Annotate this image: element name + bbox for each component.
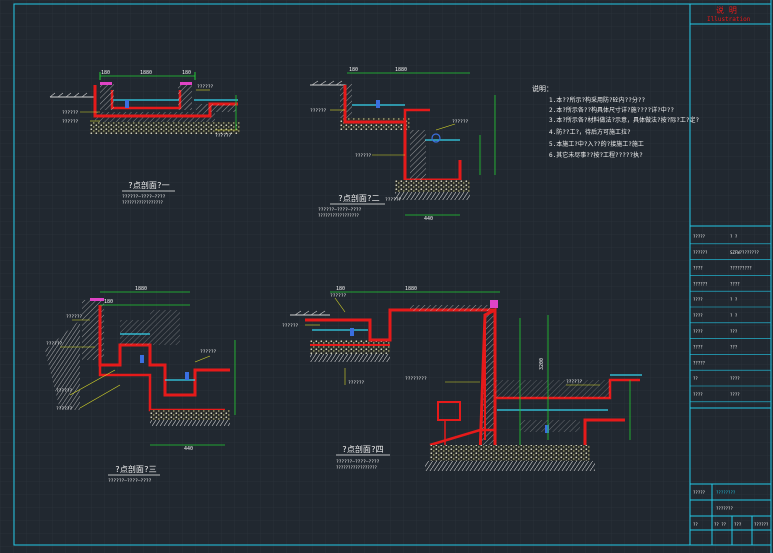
detail-4-subtitle: ??????—????—???? <box>336 459 380 465</box>
notes-line-2: 2.本?所示各??构具体尺寸详?施????详?中?? <box>549 106 674 114</box>
detail-4-dim-left: 180 <box>336 286 345 292</box>
detail-2-dim-left: 180 <box>349 67 358 73</box>
titleblock-row-value: ? ? <box>730 234 738 239</box>
titleblock-row-label: ?????? <box>693 250 708 255</box>
detail-1-note: ????????????????? <box>122 200 164 205</box>
titleblock-code: ???????? <box>716 490 736 495</box>
detail-3-dim-top: 1880 <box>135 286 147 292</box>
titleblock-row-label: ????? <box>693 360 706 365</box>
notes-line-4: 4.防??工?，待后方可施工拉? <box>549 128 631 136</box>
detail-4: 1880 180 3200 ?????? ?????? ?????? ?????… <box>282 286 642 471</box>
notes-line-3: 3.本?所示各?材料做法?示意，具体做法?按?际?工?定? <box>549 116 700 124</box>
detail-2-label-2: ?????? <box>452 119 469 125</box>
detail-3-label-3: ?????? <box>56 406 73 412</box>
detail-4-label-1: ?????? <box>330 293 347 299</box>
titleblock-sheet: ??? <box>734 522 742 527</box>
detail-4-label-0: ?????? <box>282 323 299 329</box>
notes-title: 说明： <box>532 84 553 93</box>
titleblock-header-en: Illustration <box>707 16 751 23</box>
detail-3-label-2: ?????? <box>56 388 73 394</box>
titleblock-row-label: ???? <box>693 329 703 334</box>
titleblock-row-label: ???? <box>693 392 703 397</box>
titleblock-page: ?????? <box>754 522 769 527</box>
detail-1: 1880 180 180 ?????? ?????? ?????? ??????… <box>49 70 240 205</box>
title-block: 说 明 Illustration ?????? ???????SZFW?????… <box>689 3 772 546</box>
detail-1-dim-top: 1880 <box>140 70 152 76</box>
detail-2-dim-bottom: 440 <box>424 216 433 222</box>
titleblock-project: ????? <box>693 490 706 495</box>
detail-4-label-3: ?????? <box>566 379 583 385</box>
detail-2-label-1: ?????? <box>355 153 372 159</box>
titleblock-row-label: ?????? <box>693 281 708 286</box>
general-notes: 说明： 1.本??所示?构采用防?砼内??分?? 2.本?所示各??构具体尺寸详… <box>532 84 700 159</box>
titleblock-row-value: ???? <box>730 376 740 381</box>
titleblock-row-value: ????????? <box>730 266 752 271</box>
notes-line-6: 6.其它未尽事??按?工程?????执? <box>549 151 643 159</box>
titleblock-row-value: ???? <box>730 281 740 286</box>
detail-1-label-2: ?????? <box>197 84 214 90</box>
detail-3-dim-left: 180 <box>104 299 113 305</box>
detail-3-label-4: ?????? <box>200 349 217 355</box>
detail-4-title: ?点剖面?四 <box>342 444 384 454</box>
titleblock-row-value: ???? <box>730 392 740 397</box>
titleblock-row-label: ???? <box>693 266 703 271</box>
detail-1-label-1: ?????? <box>62 119 79 125</box>
detail-1-label-3: ?????? <box>215 133 232 139</box>
detail-4-label-2: ?????? <box>348 380 365 386</box>
titleblock-row-label: ???? <box>693 345 703 350</box>
titleblock-header: 说 明 <box>716 5 737 15</box>
detail-3-dim-bottom: 440 <box>184 446 193 452</box>
detail-2: 1880 180 440 ?????? ?????? ?????? ??????… <box>310 67 496 222</box>
detail-2-dim-top: 1880 <box>395 67 407 73</box>
notes-line-5: 5.本施工?中?入??的?接施工?施工 <box>549 140 644 148</box>
titleblock-row-label: ?? <box>693 376 698 381</box>
titleblock-row-label: ???? <box>693 297 703 302</box>
detail-1-label-0: ?????? <box>62 110 79 116</box>
titleblock-scale-label: ?? <box>693 522 698 527</box>
titleblock-row-value: ??? <box>730 329 738 334</box>
detail-3-label-1: ?????? <box>46 341 63 347</box>
detail-3-title: ?点剖面?三 <box>115 464 157 474</box>
detail-2-label-3: ?????? <box>385 197 402 203</box>
detail-3: 1880 180 440 ?????? ?????? ?????? ??????… <box>45 286 236 484</box>
titleblock-row-value: ? ? <box>730 313 738 318</box>
detail-3-label-0: ?????? <box>66 314 83 320</box>
detail-1-title: ?点剖面?一 <box>128 180 170 190</box>
detail-2-subtitle: ??????—????—???? <box>318 207 362 213</box>
detail-1-dim-right: 180 <box>182 70 191 76</box>
titleblock-date: ??????? <box>716 506 733 511</box>
detail-3-subtitle: ??????—????—???? <box>108 478 152 484</box>
titleblock-row-value: ??? <box>730 345 738 350</box>
titleblock-row-label: ????? <box>693 234 706 239</box>
detail-4-note: ????????????????? <box>336 465 378 470</box>
titleblock-row-value: ? ? <box>730 297 738 302</box>
titleblock-scale: ?? ?? <box>714 522 727 527</box>
detail-2-note: ????????????????? <box>318 213 360 218</box>
detail-2-label-0: ?????? <box>310 108 327 114</box>
notes-line-1: 1.本??所示?构采用防?砼内??分?? <box>549 96 646 104</box>
detail-1-dim-left: 180 <box>101 70 110 76</box>
detail-4-dim-top: 1880 <box>405 286 417 292</box>
titleblock-row-label: ???? <box>693 313 703 318</box>
detail-2-title: ?点剖面?二 <box>338 193 380 203</box>
titleblock-row-value: SZFW???????? <box>730 250 759 255</box>
detail-4-label-4: ???????? <box>405 376 427 382</box>
detail-1-subtitle: ??????—????—???? <box>122 194 166 200</box>
detail-4-dim-height: 3200 <box>539 358 545 370</box>
